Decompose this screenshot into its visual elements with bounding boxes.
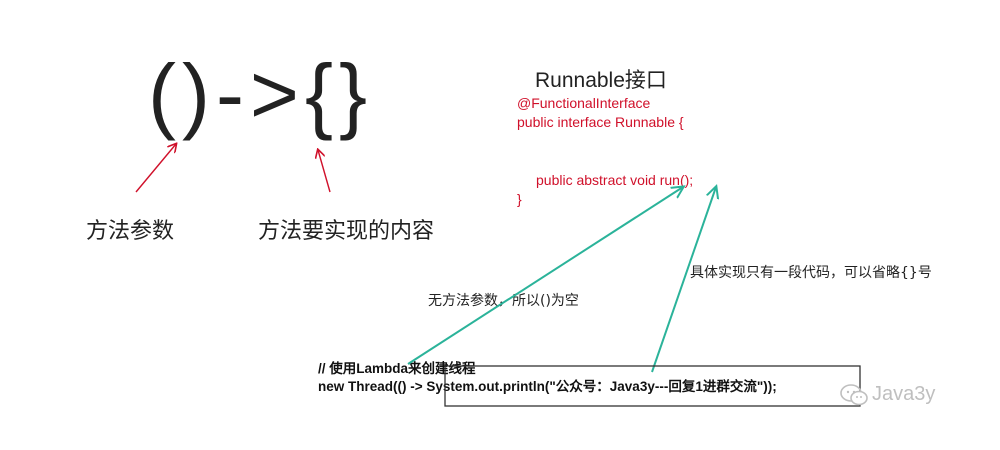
annotation-one-statement: 具体实现只有一段代码，可以省略{}号	[690, 265, 932, 281]
arrow-to-run-body	[651, 187, 716, 373]
watermark-text: Java3y	[872, 383, 936, 406]
functional-interface-annotation: @FunctionalInterface	[517, 95, 651, 111]
annotation-no-params: 无方法参数，所以()为空	[428, 293, 579, 309]
runnable-title: Runnable接口	[535, 69, 667, 92]
run-method-declaration: public abstract void run();	[536, 172, 694, 188]
wechat-icon	[840, 383, 868, 406]
code-line: new Thread(() -> System.out.println("公众号…	[318, 379, 777, 394]
label-method-params: 方法参数	[86, 219, 175, 244]
arrow-to-braces	[318, 150, 331, 193]
code-comment: // 使用Lambda来创建线程	[318, 361, 476, 376]
arrow-to-parens	[135, 144, 176, 193]
lambda-syntax: ()->{}	[148, 47, 374, 141]
interface-closing-brace: }	[517, 191, 522, 207]
arrow-to-run-parens	[407, 187, 683, 365]
code-highlight-box	[444, 365, 861, 407]
label-method-body: 方法要实现的内容	[258, 219, 435, 244]
interface-declaration: public interface Runnable {	[517, 114, 684, 130]
watermark-logo: Java3y	[840, 383, 935, 406]
